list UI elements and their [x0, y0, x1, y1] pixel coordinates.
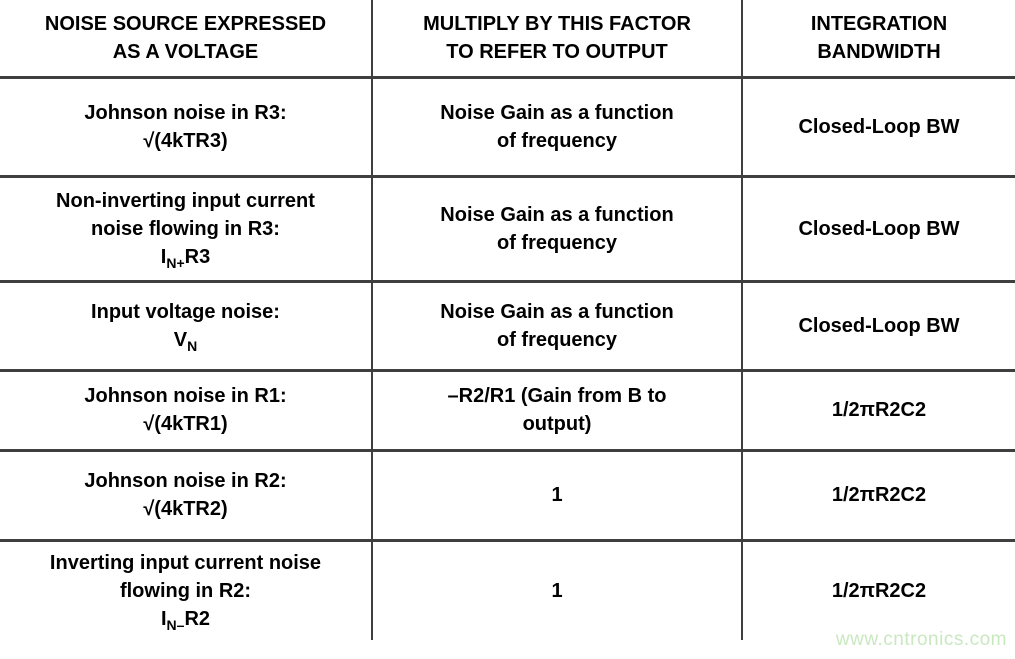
- table-row: Input voltage noise: VN Noise Gain as a …: [0, 281, 1015, 370]
- source-description: Johnson noise in R2:: [84, 470, 287, 492]
- header-cell-noise-source: NOISE SOURCE EXPRESSED AS A VOLTAGE: [0, 0, 372, 77]
- formula-text: R3: [184, 245, 211, 268]
- source-description: Johnson noise in R3:: [84, 101, 287, 124]
- formula-text: V: [173, 328, 188, 351]
- factor-text-line: Noise Gain as a function: [440, 300, 674, 323]
- bandwidth-cell: 1/2πR2C2: [831, 484, 927, 506]
- formula-text: R2: [184, 607, 211, 630]
- source-cell: Non-inverting input current noise flowin…: [0, 176, 372, 281]
- formula-text: I: [160, 607, 167, 630]
- factor-text-line: of frequency: [496, 328, 618, 351]
- header-text-line: AS A VOLTAGE: [112, 40, 259, 63]
- factor-cell: Noise Gain as a function of frequency: [371, 77, 743, 176]
- bandwidth-cell: 1/2πR2C2: [831, 579, 927, 602]
- formula-text: √(4kTR3): [143, 129, 228, 152]
- formula-text: I: [160, 245, 167, 268]
- header-row: NOISE SOURCE EXPRESSED AS A VOLTAGE MULT…: [0, 0, 1015, 77]
- header-cell-integration-bandwidth: INTEGRATION BANDWIDTH: [742, 0, 1015, 77]
- source-cell: Johnson noise in R1: √(4kTR1): [0, 370, 372, 450]
- factor-cell: 1: [371, 540, 743, 640]
- noise-sources-table: NOISE SOURCE EXPRESSED AS A VOLTAGE MULT…: [0, 0, 1015, 640]
- table-row: Inverting input current noise flowing in…: [0, 540, 1015, 640]
- factor-cell: –R2/R1 (Gain from B to output): [371, 370, 743, 450]
- factor-text-line: –R2/R1 (Gain from B to: [447, 385, 667, 407]
- source-description: Non-inverting input current: [56, 189, 315, 212]
- header-text-line: MULTIPLY BY THIS FACTOR: [423, 12, 691, 35]
- factor-text-line: Noise Gain as a function: [440, 101, 674, 124]
- formula-subscript: N: [187, 337, 198, 354]
- table-row: Johnson noise in R3: √(4kTR3) Noise Gain…: [0, 77, 1015, 176]
- source-description: Input voltage noise:: [91, 300, 280, 323]
- source-cell: Inverting input current noise flowing in…: [0, 540, 372, 640]
- formula-text: √(4kTR2): [143, 498, 228, 520]
- source-formula: IN–R2: [6, 605, 365, 633]
- factor-cell: Noise Gain as a function of frequency: [371, 176, 743, 281]
- bandwidth-cell: 1/2πR2C2: [831, 399, 927, 421]
- source-description: noise flowing in R3:: [91, 217, 280, 240]
- bandwidth-cell: Closed-Loop BW: [798, 217, 960, 240]
- source-cell: Johnson noise in R3: √(4kTR3): [0, 77, 372, 176]
- factor-cell: Noise Gain as a function of frequency: [371, 281, 743, 370]
- factor-text-line: Noise Gain as a function: [440, 203, 674, 226]
- factor-text-line: output): [522, 413, 592, 435]
- source-formula: √(4kTR2): [6, 495, 365, 523]
- bandwidth-cell: Closed-Loop BW: [798, 314, 960, 337]
- header-text-line: TO REFER TO OUTPUT: [446, 40, 668, 63]
- header-text-line: INTEGRATION: [810, 12, 948, 35]
- formula-text: √(4kTR1): [143, 413, 228, 435]
- watermark: www.cntronics.com: [835, 629, 1007, 650]
- bandwidth-cell: Closed-Loop BW: [798, 115, 960, 138]
- source-description: Johnson noise in R1:: [84, 385, 287, 407]
- table-row: Non-inverting input current noise flowin…: [0, 176, 1015, 281]
- source-description: flowing in R2:: [119, 579, 252, 602]
- header-text-line: BANDWIDTH: [817, 40, 941, 63]
- source-cell: Johnson noise in R2: √(4kTR2): [0, 450, 372, 540]
- factor-text-line: of frequency: [496, 231, 618, 254]
- source-formula: IN+R3: [6, 243, 365, 271]
- factor-text-line: of frequency: [496, 129, 618, 152]
- source-cell: Input voltage noise: VN: [0, 281, 372, 370]
- formula-subscript: N+: [166, 254, 185, 271]
- table-row: Johnson noise in R1: √(4kTR1) –R2/R1 (Ga…: [0, 370, 1015, 450]
- source-formula: VN: [6, 326, 365, 354]
- source-formula: √(4kTR1): [6, 410, 365, 438]
- source-formula: √(4kTR3): [6, 127, 365, 155]
- factor-cell: 1: [371, 450, 743, 540]
- formula-subscript: N–: [166, 616, 185, 633]
- header-text-line: NOISE SOURCE EXPRESSED: [44, 12, 327, 35]
- table-row: Johnson noise in R2: √(4kTR2) 1 1/2πR2C2: [0, 450, 1015, 540]
- header-cell-multiply-factor: MULTIPLY BY THIS FACTOR TO REFER TO OUTP…: [371, 0, 743, 77]
- source-description: Inverting input current noise: [49, 551, 322, 574]
